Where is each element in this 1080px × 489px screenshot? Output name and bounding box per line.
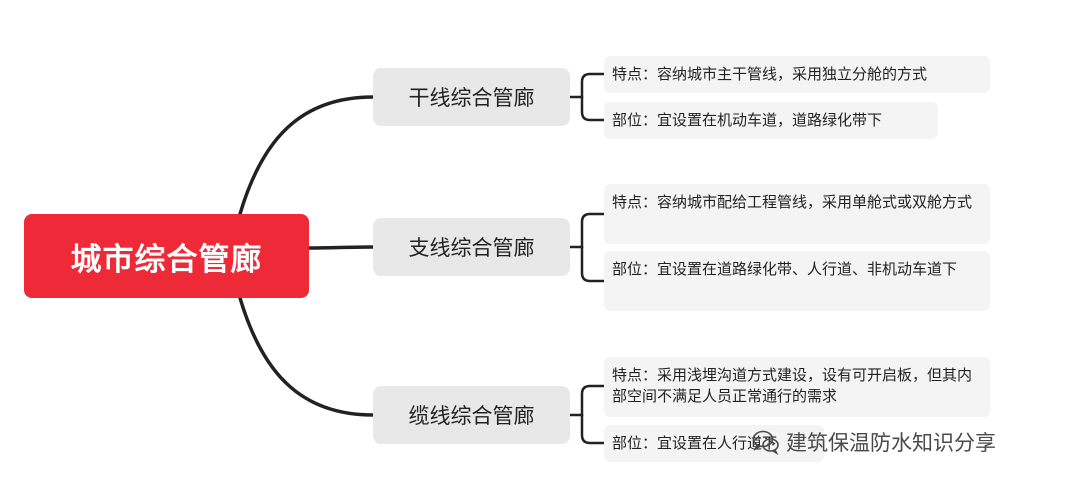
branch-node-cable[interactable]: 缆线综合管廊 <box>373 386 570 444</box>
leaf-node-branch-feature[interactable]: 特点：容纳城市配给工程管线，采用单舱式或双舱方式 <box>604 184 990 244</box>
root-label: 城市综合管廊 <box>70 241 263 278</box>
branch-node-trunk[interactable]: 干线综合管廊 <box>373 68 570 126</box>
root-node[interactable]: 城市综合管廊 <box>24 214 309 298</box>
leaf-text: 部位：宜设置在机动车道，道路绿化带下 <box>612 111 883 129</box>
leaf-text: 特点：采用浅埋沟道方式建设，设有可开启板，但其内部空间不满足人员正常通行的需求 <box>612 366 973 405</box>
connector-root-branch-1 <box>238 95 375 216</box>
leaf-text: 特点：容纳城市主干管线，采用独立分舱的方式 <box>612 65 928 83</box>
leaf-text: 部位：宜设置在人行道下 <box>612 434 778 452</box>
leaf-node-trunk-feature[interactable]: 特点：容纳城市主干管线，采用独立分舱的方式 <box>604 56 990 93</box>
leaf-node-trunk-location[interactable]: 部位：宜设置在机动车道，道路绿化带下 <box>604 102 938 139</box>
connector-root-branch-2 <box>307 245 375 250</box>
branch-label: 支线综合管廊 <box>408 236 535 260</box>
watermark-text: 建筑保温防水知识分享 <box>786 431 996 455</box>
leaf-node-cable-location[interactable]: 部位：宜设置在人行道下 <box>604 425 824 462</box>
connector-branch-2-leaf-1 <box>580 212 606 249</box>
connector-branch-1-leaf-2 <box>580 95 606 122</box>
connector-root-branch-3 <box>238 296 375 417</box>
branch-label: 缆线综合管廊 <box>408 404 535 428</box>
connector-branch-3-leaf-1 <box>580 384 606 417</box>
connector-branch-3-leaf-2 <box>580 413 606 445</box>
branch-node-branch[interactable]: 支线综合管廊 <box>373 218 570 276</box>
leaf-node-branch-location[interactable]: 部位：宜设置在道路绿化带、人行道、非机动车道下 <box>604 251 990 311</box>
leaf-text: 部位：宜设置在道路绿化带、人行道、非机动车道下 <box>612 260 958 278</box>
connector-branch-2-leaf-2 <box>580 245 606 283</box>
leaf-node-cable-feature[interactable]: 特点：采用浅埋沟道方式建设，设有可开启板，但其内部空间不满足人员正常通行的需求 <box>604 357 990 417</box>
wechat-icon <box>752 430 779 455</box>
branch-label: 干线综合管廊 <box>408 86 535 110</box>
watermark: 建筑保温防水知识分享 <box>752 424 996 460</box>
leaf-text: 特点：容纳城市配给工程管线，采用单舱式或双舱方式 <box>612 193 973 211</box>
connector-branch-1-leaf-1 <box>580 72 606 99</box>
